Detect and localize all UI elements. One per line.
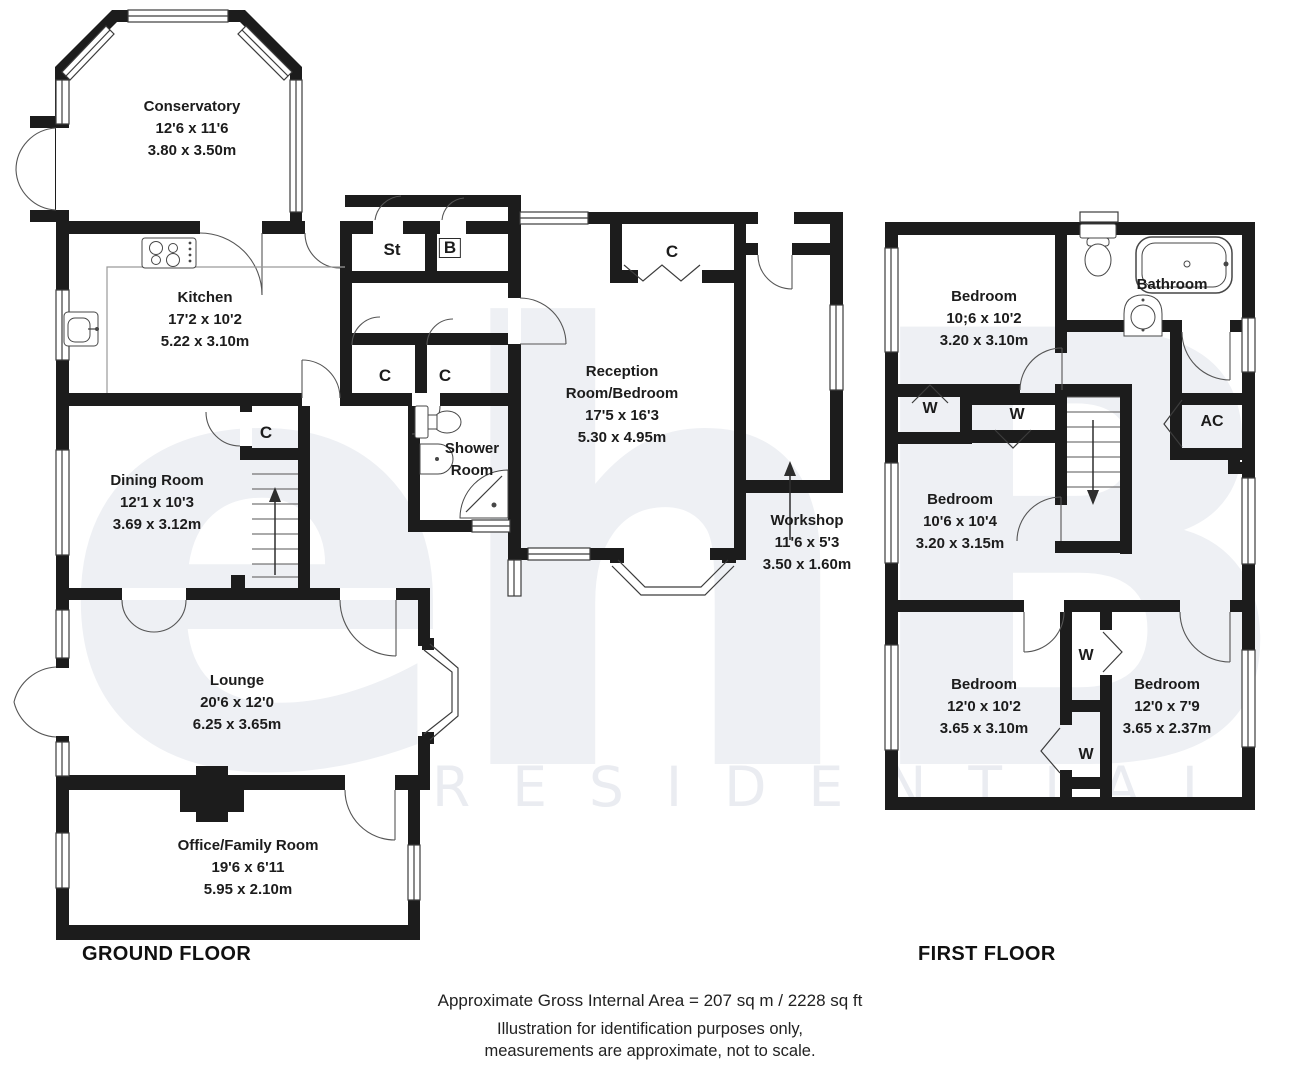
closet-label-b: B (438, 238, 462, 258)
doors-first (911, 331, 1231, 774)
first-floor-title: FIRST FLOOR (918, 943, 1056, 965)
stairs-ground-icon (252, 473, 298, 578)
room-label-bedroom-2: Bedroom 10'6 x 10'4 3.20 x 3.15m (915, 491, 1005, 552)
closet-label-ac: AC (1200, 413, 1224, 430)
basin-icon-ground (419, 443, 454, 475)
reception-bay-window (611, 559, 735, 596)
windows-ground (55, 9, 844, 901)
footer-disclaimer-2: measurements are approximate, not to sca… (484, 1042, 816, 1060)
room-label-bedroom-1: Bedroom 10;6 x 10'2 3.20 x 3.10m (939, 288, 1029, 349)
fireplace-icon (180, 766, 244, 822)
room-label-bedroom-4: Bedroom 12'0 x 7'9 3.65 x 2.37m (1122, 676, 1212, 737)
toilet-icon-first (1079, 223, 1117, 277)
closet-label-c1: C (378, 366, 392, 385)
closet-label-c4: C (665, 242, 679, 261)
ground-floor-title: GROUND FLOOR (82, 943, 252, 965)
room-label-bedroom-3: Bedroom 12'0 x 10'2 3.65 x 3.10m (939, 676, 1029, 737)
room-label-office: Office/Family Room 19'6 x 6'11 5.95 x 2.… (177, 837, 319, 898)
basin-icon-first (1123, 294, 1163, 337)
room-label-workshop: Workshop 11'6 x 5'3 3.50 x 1.60m (762, 512, 852, 573)
closet-label-w3: W (1078, 647, 1094, 664)
room-label-bathroom: Bathroom (1136, 276, 1208, 293)
first-floor-plan (884, 211, 1256, 810)
lounge-bay-window (423, 643, 459, 741)
windows-first (884, 211, 1256, 751)
watermark-brand: ehB (55, 207, 1302, 906)
closet-label-w4: W (1078, 746, 1094, 763)
shower-icon (459, 469, 509, 519)
room-label-kitchen: Kitchen 17'2 x 10'2 5.22 x 3.10m (160, 289, 250, 350)
ground-floor-plan (13, 9, 844, 940)
footer-disclaimer-1: Illustration for identification purposes… (496, 1020, 804, 1038)
toilet-icon-ground (414, 405, 462, 439)
room-label-dining-room: Dining Room 12'1 x 10'3 3.69 x 3.12m (110, 472, 204, 533)
closet-label-st: St (383, 240, 401, 259)
footer-area-text: Approximate Gross Internal Area = 207 sq… (437, 991, 863, 1010)
stairs-first-icon (1067, 396, 1120, 505)
closet-label-c2: C (438, 366, 452, 385)
closet-label-w2: W (1009, 406, 1025, 423)
kitchen-counter (106, 266, 345, 393)
room-label-reception: Reception Room/Bedroom 17'5 x 16'3 5.30 … (565, 363, 679, 446)
workshop-arrow (784, 461, 796, 540)
bath-icon (1135, 236, 1233, 294)
room-label-shower-room: Shower Room (444, 440, 500, 479)
room-label-conservatory: Conservatory 12'6 x 11'6 3.80 x 3.50m (143, 98, 241, 159)
closet-label-w1: W (922, 400, 938, 417)
closet-label-c3: C (259, 423, 273, 442)
doors-ground (13, 127, 793, 841)
room-label-lounge: Lounge 20'6 x 12'0 6.25 x 3.65m (192, 672, 282, 733)
hob-icon (141, 237, 197, 269)
kitchen-sink-icon (63, 311, 99, 347)
